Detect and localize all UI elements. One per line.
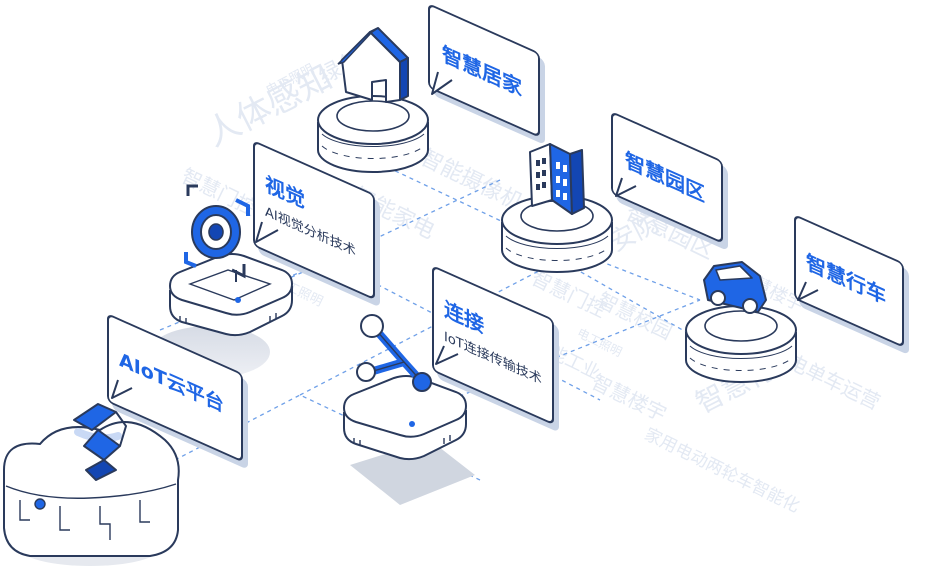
house-icon — [337, 27, 409, 103]
card-title: 智慧园区 — [625, 147, 705, 207]
network-node-icon — [356, 314, 432, 392]
home-platform — [317, 95, 429, 173]
building-icon — [529, 143, 585, 215]
car-platform — [685, 305, 797, 383]
eye-scan-icon — [184, 184, 250, 282]
card-title: 智慧行车 — [806, 249, 886, 309]
card-title: 智慧居家 — [442, 41, 522, 101]
cloud-logo-icon — [73, 403, 128, 481]
vision-base — [168, 253, 294, 337]
car-icon — [703, 261, 767, 314]
park-platform — [501, 195, 613, 273]
connect-base — [342, 375, 468, 461]
cloud-platform — [3, 421, 180, 557]
